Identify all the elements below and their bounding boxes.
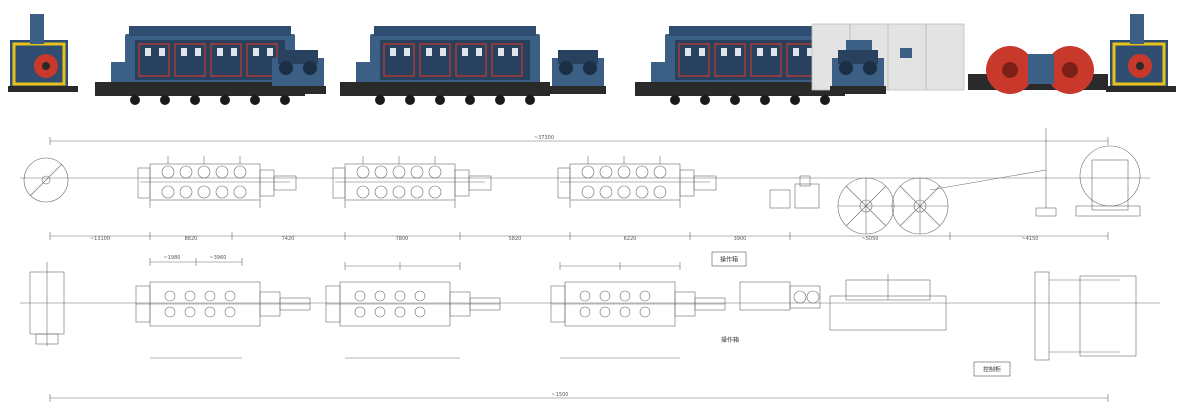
- elevation-dimensions: ~13100 8820 7420 7800 5820 6220 3900 ~50…: [90, 236, 1039, 242]
- plan-label-operation-box-1: 操作箱: [711, 251, 747, 267]
- traction-wheels: [968, 46, 1108, 94]
- elevation-drawing: [20, 128, 1150, 240]
- operation-box-label: 操作箱: [720, 256, 738, 264]
- machine-illustration: [8, 14, 1176, 106]
- tension-unit-2: [550, 50, 606, 94]
- dim-label: 6220: [624, 236, 637, 242]
- payoff-stand-left: [8, 14, 78, 92]
- stranding-cage-2: [339, 25, 551, 106]
- control-cabinet-label: 控制柜: [983, 366, 1001, 374]
- dim-label: 8820: [185, 236, 198, 242]
- tension-unit-1: [270, 50, 326, 94]
- tension-unit-3: [830, 50, 886, 94]
- operation-box-label: 操作箱: [721, 336, 739, 344]
- dim-label: ~5050: [862, 236, 879, 242]
- plan-drawing: [20, 258, 1160, 402]
- plan-label-control-cabinet: 控制柜: [973, 361, 1011, 377]
- plan-bottom-dimension-label: ~1500: [552, 392, 569, 398]
- dim-label: ~4150: [1022, 236, 1039, 242]
- overall-dimension-label: ~37300: [534, 135, 554, 141]
- dim-label: ~13100: [90, 236, 110, 242]
- dim-label: 3900: [734, 236, 747, 242]
- dim-label: 7800: [396, 236, 409, 242]
- dim-label: 7420: [282, 236, 295, 242]
- takeup-stand-right: [1106, 14, 1176, 92]
- plan-dim-label: ~1980: [164, 255, 181, 261]
- plan-label-operation-box-2: 操作箱: [721, 336, 739, 344]
- dim-label: 5820: [509, 236, 522, 242]
- plan-dim-label: ~3960: [210, 255, 227, 261]
